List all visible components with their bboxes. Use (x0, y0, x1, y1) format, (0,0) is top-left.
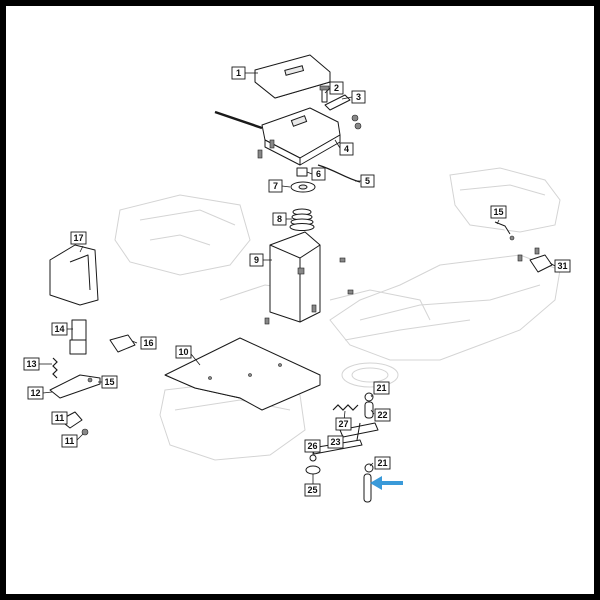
highlighted-pin (363, 473, 372, 503)
small-nuts-top (257, 114, 362, 159)
part-3-latch (324, 94, 351, 111)
svg-text:10: 10 (178, 347, 188, 357)
callout-1: 1 (231, 66, 246, 80)
callout-15-left: 15 (101, 375, 118, 389)
callout-3: 3 (351, 90, 366, 104)
callout-22: 22 (374, 408, 391, 422)
part-8-spring (289, 208, 315, 231)
svg-text:7: 7 (273, 181, 278, 191)
part-9-column-housing (264, 231, 354, 325)
svg-text:4: 4 (344, 144, 349, 154)
part-27-spring (332, 404, 359, 411)
part-16-bracket (109, 334, 136, 353)
callout-8: 8 (272, 212, 287, 226)
part-26-nut (309, 454, 317, 462)
callouts: 1 2 3 4 5 6 7 8 (23, 66, 571, 497)
svg-text:6: 6 (316, 169, 321, 179)
svg-text:5: 5 (365, 176, 370, 186)
callout-11-lower: 11 (61, 434, 78, 448)
callout-27: 27 (335, 417, 352, 431)
svg-text:11: 11 (55, 413, 65, 423)
highlight-arrow-icon (370, 476, 403, 490)
part-10-floor-plate (164, 337, 321, 411)
svg-text:15: 15 (493, 207, 503, 217)
callout-31: 31 (554, 259, 571, 273)
callout-9: 9 (249, 253, 264, 267)
callout-21-upper: 21 (373, 381, 390, 395)
part-31-bracket (517, 247, 553, 273)
part-12-lever (49, 374, 101, 399)
svg-text:12: 12 (30, 388, 40, 398)
callout-16: 16 (140, 336, 157, 350)
svg-text:26: 26 (307, 441, 317, 451)
callout-23: 23 (327, 435, 344, 449)
callout-12: 12 (27, 386, 44, 400)
callout-13: 13 (23, 357, 40, 371)
callout-5: 5 (360, 174, 375, 188)
svg-text:11: 11 (65, 436, 75, 446)
callout-6: 6 (311, 167, 326, 181)
callout-14: 14 (51, 322, 68, 336)
svg-text:13: 13 (26, 359, 36, 369)
svg-text:8: 8 (277, 214, 282, 224)
callout-7: 7 (268, 179, 283, 193)
callout-11-upper: 11 (51, 411, 68, 425)
part-1-seat-top-plate (254, 54, 331, 99)
svg-text:15: 15 (104, 377, 114, 387)
svg-text:17: 17 (73, 233, 83, 243)
part-21-nut-lower (364, 463, 374, 473)
callout-4: 4 (339, 142, 354, 156)
part-7-disc (290, 181, 316, 193)
svg-text:16: 16 (143, 338, 153, 348)
svg-text:1: 1 (236, 68, 241, 78)
part-25-washer (305, 465, 321, 475)
part-13-spring (52, 357, 58, 379)
svg-text:22: 22 (377, 410, 387, 420)
svg-text:31: 31 (557, 261, 567, 271)
svg-text:21: 21 (376, 383, 386, 393)
part-22-pin (364, 401, 374, 419)
callout-2: 2 (329, 81, 344, 95)
callout-15-right: 15 (490, 205, 507, 219)
svg-text:27: 27 (338, 419, 348, 429)
part-14-pedal-block (69, 319, 87, 355)
svg-text:3: 3 (356, 92, 361, 102)
callout-17: 17 (70, 231, 87, 245)
svg-text:9: 9 (254, 255, 259, 265)
svg-text:23: 23 (330, 437, 340, 447)
callout-26: 26 (304, 439, 321, 453)
callout-25: 25 (304, 483, 321, 497)
svg-text:14: 14 (54, 324, 64, 334)
ghost-chassis (114, 167, 561, 461)
part-6-bushing (296, 167, 308, 177)
svg-text:21: 21 (377, 458, 387, 468)
svg-text:2: 2 (334, 83, 339, 93)
svg-text:25: 25 (307, 485, 317, 495)
callout-10: 10 (175, 345, 192, 359)
callout-21-lower: 21 (374, 456, 391, 470)
part-4-seat-bracket (214, 107, 341, 166)
part-2-bolt (319, 85, 330, 103)
part-15-bolt-right (494, 221, 515, 241)
part-17-side-guard (49, 244, 99, 306)
